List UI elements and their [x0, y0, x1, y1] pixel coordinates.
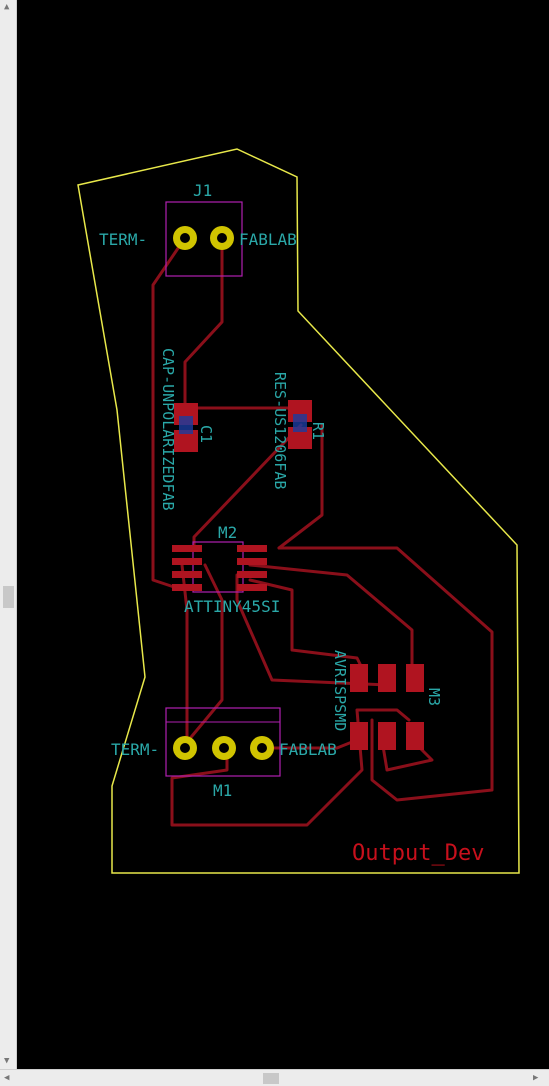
- j1-connector: [165, 201, 243, 277]
- trace-r1-to-m2: [192, 423, 303, 550]
- c1-ref-label: C1: [197, 425, 215, 443]
- trace-m2-to-m3-a: [248, 563, 414, 670]
- trace-m1-bottom-loop: [170, 708, 411, 827]
- trace-j1-right-to-c1: [183, 236, 224, 415]
- m2-ref-label: M2: [218, 523, 237, 542]
- scroll-up-arrow-icon[interactable]: ▲: [4, 2, 10, 12]
- pcb-layout[interactable]: J1 TERM- FABLAB C1 CAP-UNPOLARIZEDFAB R1…: [17, 0, 549, 1069]
- horizontal-scrollbar[interactable]: ◀ ▶: [0, 1069, 549, 1086]
- j1-value-label-b: FABLAB: [239, 230, 297, 249]
- m2-value-label: ATTINY45SI: [184, 597, 280, 616]
- trace-m2-right-loop: [277, 546, 494, 802]
- pcb-canvas[interactable]: J1 TERM- FABLAB C1 CAP-UNPOLARIZEDFAB R1…: [17, 0, 549, 1069]
- trace-m2-to-m1-b: [180, 563, 224, 750]
- trace-m2-to-m1: [180, 563, 189, 750]
- c1-capacitor: [174, 403, 198, 452]
- j1-courtyard: [165, 201, 243, 277]
- m1-ref-label: M1: [213, 781, 232, 800]
- trace-m2-to-m3-b: [248, 578, 364, 670]
- vertical-scroll-thumb[interactable]: [3, 586, 14, 608]
- m2-attiny-chip: [172, 541, 267, 593]
- m3-ref-label: M3: [425, 688, 443, 706]
- r1-ref-label: R1: [309, 422, 327, 440]
- c1-value-label: CAP-UNPOLARIZEDFAB: [159, 348, 177, 511]
- horizontal-scroll-thumb[interactable]: [263, 1073, 279, 1084]
- scroll-down-arrow-icon[interactable]: ▼: [4, 1056, 10, 1066]
- trace-j1-left-to-m2: [151, 236, 187, 590]
- m1-value-label-a: TERM-: [111, 740, 159, 759]
- j1-ref-label: J1: [193, 181, 212, 200]
- board-outline: [77, 148, 520, 874]
- scroll-left-arrow-icon[interactable]: ◀: [4, 1073, 10, 1083]
- j1-value-label-a: TERM-: [99, 230, 147, 249]
- r1-resistor: [288, 400, 312, 449]
- r1-value-label: RES-US1206FAB: [271, 372, 289, 489]
- trace-r1-down: [277, 423, 324, 550]
- m1-connector: [165, 707, 281, 777]
- m1-courtyard: [165, 707, 281, 777]
- m3-value-label: AVRISPSMD: [331, 650, 349, 731]
- vertical-scrollbar[interactable]: ▲ ▼: [0, 0, 17, 1069]
- copper-traces: [151, 236, 494, 827]
- m1-value-label-b: FABLAB: [279, 740, 337, 759]
- scroll-right-arrow-icon[interactable]: ▶: [533, 1073, 539, 1083]
- board-title: Output_Dev: [352, 841, 484, 866]
- m3-avrisp-header: [350, 664, 424, 750]
- m2-courtyard: [192, 541, 244, 593]
